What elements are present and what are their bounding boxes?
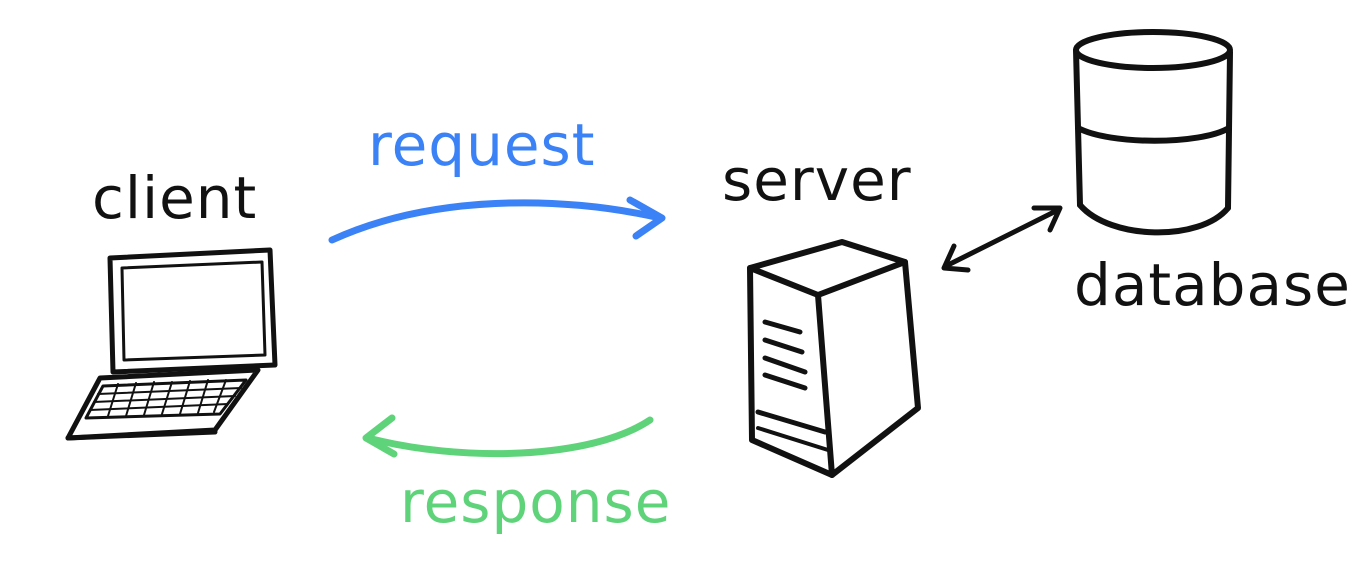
arrowhead-left xyxy=(941,243,971,273)
database-label: database xyxy=(1074,251,1351,319)
database-cylinder-icon xyxy=(1073,29,1233,236)
database-node: database xyxy=(1073,29,1351,319)
request-edge: request xyxy=(328,111,666,244)
response-edge: response xyxy=(362,414,671,536)
response-arrowhead xyxy=(362,414,398,458)
arrowhead-right xyxy=(1031,205,1063,233)
request-arrowhead xyxy=(626,196,666,240)
server-label: server xyxy=(722,146,912,214)
request-label: request xyxy=(368,111,595,179)
server-database-edge xyxy=(941,205,1063,273)
bidirectional-arrow-line xyxy=(943,207,1061,269)
request-arrow-line xyxy=(328,199,664,244)
client-node: client xyxy=(65,164,278,441)
client-label: client xyxy=(92,164,257,232)
server-tower-icon xyxy=(747,239,921,478)
laptop-icon xyxy=(65,247,278,441)
response-label: response xyxy=(400,468,671,536)
server-node: server xyxy=(722,146,921,478)
response-arrow-line xyxy=(364,416,654,458)
